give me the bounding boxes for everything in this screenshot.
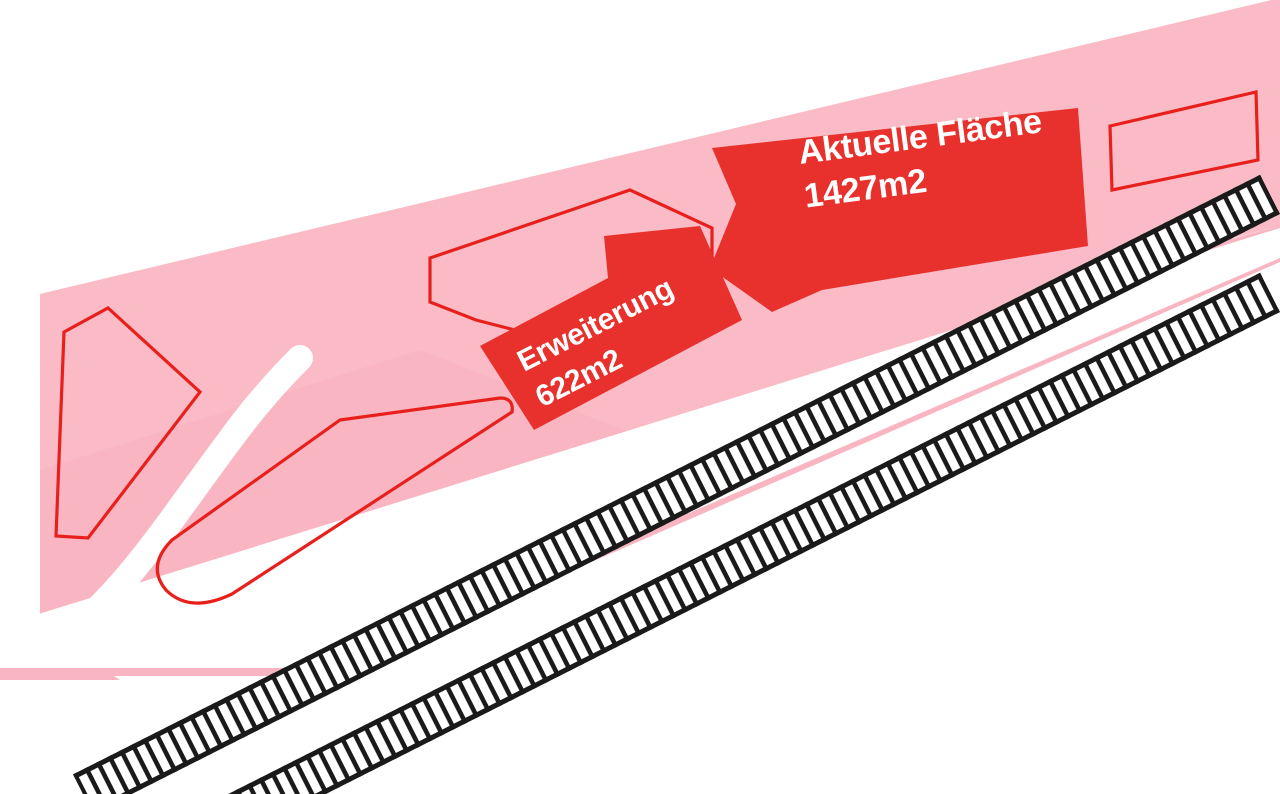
railway-tracks	[73, 174, 1280, 794]
plot-outline-southwest-capsule-shape	[155, 396, 514, 605]
track-lower-rail-2	[73, 272, 1263, 794]
area-erweiterung-shape[interactable]	[480, 226, 742, 430]
curved-footpath-shape	[0, 345, 313, 653]
area-erweiterung[interactable]: Erweiterung 622m2	[480, 226, 742, 430]
building-outline-north-shape	[1108, 89, 1260, 192]
track-upper-ties	[73, 174, 1280, 794]
building-outline-north	[1108, 89, 1260, 192]
plot-outline-west-pentagon-shape	[54, 306, 203, 540]
road-gap-southwest	[0, 596, 64, 640]
road-gap-southwest-shape	[0, 596, 64, 640]
curved-footpath	[0, 345, 313, 653]
track-upper-rail-2	[73, 174, 1263, 779]
track-lower-rail-1	[90, 307, 1280, 794]
track-upper-rail-1	[90, 209, 1280, 794]
plot-outline-west-pentagon	[54, 306, 203, 540]
plot-outline-southwest-capsule	[155, 396, 514, 605]
area-aktuelle-flaeche-shape[interactable]	[710, 108, 1088, 312]
railway-track-upper-body	[73, 174, 1280, 794]
railway-track-lower-body	[73, 272, 1280, 794]
track-lower-ties	[73, 272, 1280, 794]
